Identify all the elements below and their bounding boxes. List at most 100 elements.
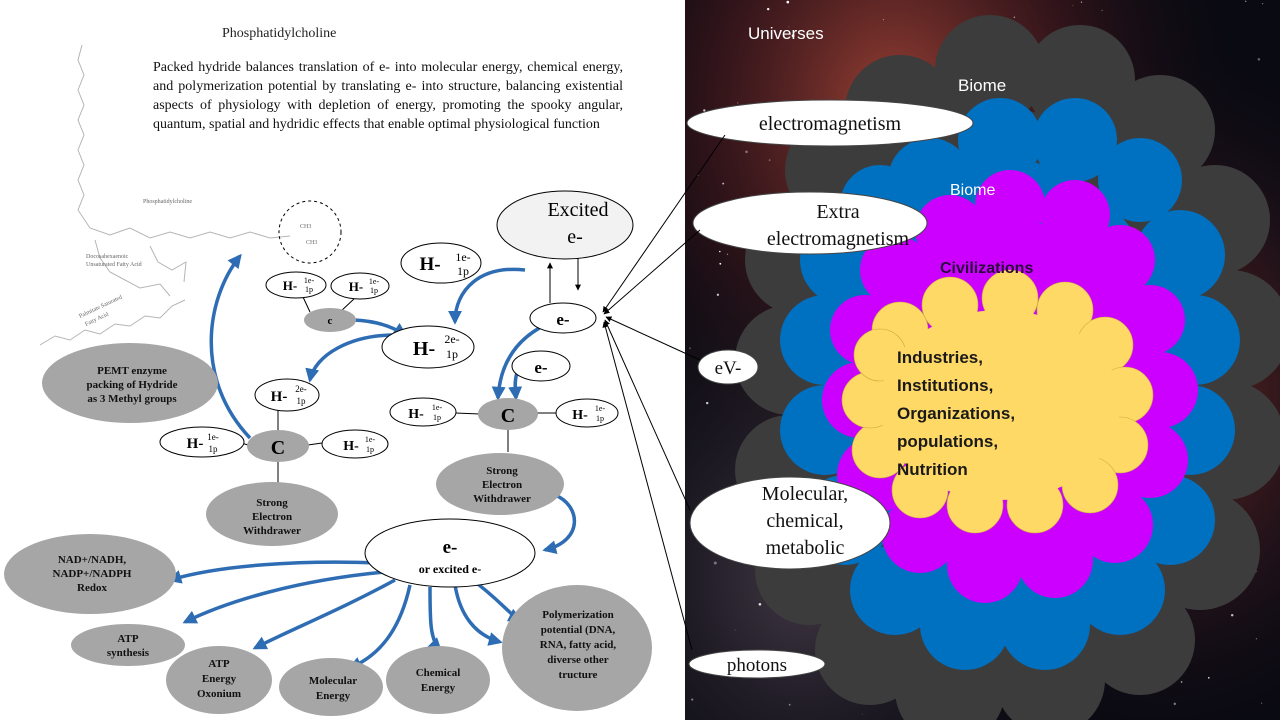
biome-inner-label: Biome [950, 182, 995, 199]
svg-text:1e-: 1e- [304, 276, 315, 285]
svg-text:1p: 1p [305, 285, 313, 294]
svg-text:Strong: Strong [486, 465, 518, 477]
svg-text:Energy: Energy [202, 673, 237, 685]
star [1207, 676, 1210, 679]
excited-e-node [496, 190, 634, 260]
svg-text:C: C [501, 405, 515, 427]
arrow-sew-to-e-big [542, 493, 577, 555]
star [766, 7, 770, 11]
star [689, 347, 691, 350]
biome-outer-label: Biome [958, 76, 1006, 95]
svg-text:Oxonium: Oxonium [197, 688, 241, 700]
structure-molecule-label: Phosphatidylcholine [143, 199, 192, 205]
arrow-to-atp-oxonium [252, 578, 396, 650]
svg-text:H-: H- [283, 278, 297, 293]
universes-label: Universes [748, 24, 824, 43]
svg-text:1p: 1p [209, 444, 219, 454]
star [716, 293, 720, 296]
photons-label: photons [727, 655, 787, 676]
molecule-title: Phosphatidylcholine [222, 26, 337, 41]
svg-text:H-: H- [187, 436, 204, 452]
hydride-small-2 [330, 272, 390, 300]
hydride-left-c-2 [321, 429, 389, 459]
svg-text:e-: e- [534, 358, 548, 377]
methyl-label-1: CH3 [300, 224, 311, 230]
svg-text:tructure: tructure [559, 669, 598, 681]
star [788, 26, 790, 28]
svg-text:1p: 1p [446, 347, 458, 361]
svg-text:H-: H- [419, 254, 440, 275]
svg-text:1e-: 1e- [369, 277, 380, 286]
star [788, 703, 791, 706]
arrow-to-nad [167, 560, 381, 584]
extra-line2: electromagnetism [767, 228, 910, 250]
svg-text:packing of Hydride: packing of Hydride [86, 379, 177, 391]
star [734, 629, 736, 631]
star [882, 19, 884, 21]
svg-text:RNA, fatty acid,: RNA, fatty acid, [540, 639, 617, 651]
nad-redox-node [4, 534, 176, 614]
star [1255, 638, 1258, 640]
svg-text:Redox: Redox [77, 582, 107, 594]
core-label-organizations: Organizations, [897, 404, 1015, 423]
civilizations-label: Civilizations [940, 260, 1033, 277]
fatty-acid-1-label-line2: Unsaturated Fatty Acid [86, 262, 142, 268]
structure-labels: Phosphatidylcholine Docosahexaenoic Unsa… [78, 199, 317, 328]
star [722, 182, 725, 185]
svg-text:e-: e- [443, 537, 458, 558]
svg-text:1e-: 1e- [365, 435, 376, 444]
description-paragraph: Packed hydride balances translation of e… [153, 60, 623, 132]
arrow-extra-electromagnetism [603, 229, 701, 315]
molecular-energy-node [279, 658, 383, 716]
ev-node [697, 349, 759, 385]
star [1180, 681, 1183, 683]
svg-text:Molecular: Molecular [309, 675, 357, 687]
svg-text:H-: H- [343, 439, 359, 454]
core-label-populations: populations, [897, 432, 998, 451]
force-nodes: electromagnetism Extra electromagnetism … [686, 99, 974, 679]
star [768, 159, 771, 162]
svg-text:NADP+/NADPH: NADP+/NADPH [53, 568, 132, 580]
svg-text:2e-: 2e- [444, 332, 459, 346]
arrow-molecular [604, 319, 691, 511]
svg-text:synthesis: synthesis [107, 647, 150, 659]
ev-label: eV- [715, 358, 742, 379]
star [726, 253, 729, 255]
svg-text:Withdrawer: Withdrawer [243, 525, 301, 537]
svg-text:H-: H- [408, 407, 424, 422]
atp-synthesis-node [71, 624, 185, 666]
svg-text:Withdrawer: Withdrawer [473, 493, 531, 505]
star [1173, 702, 1177, 706]
star [691, 698, 694, 701]
strong-electron-withdrawer-right [436, 453, 564, 515]
svg-text:1p: 1p [596, 414, 604, 423]
svg-text:H-: H- [413, 338, 435, 360]
arrow-to-atp-synthesis [182, 570, 386, 624]
star [1244, 0, 1247, 3]
hydride-2e-middle [381, 325, 475, 369]
star [1260, 702, 1263, 704]
mcm-line1: Molecular, [762, 483, 848, 505]
core-label-industries: Industries, [897, 348, 983, 367]
phospholipid-structure [39, 44, 342, 346]
svg-text:1e-: 1e- [595, 404, 606, 413]
arrow-electromagnetism [602, 134, 726, 313]
svg-text:2e-: 2e- [295, 384, 307, 394]
svg-text:Excited: Excited [547, 199, 608, 221]
svg-text:e-: e- [556, 310, 570, 329]
svg-text:potential (DNA,: potential (DNA, [541, 624, 616, 636]
electron-nodes: Excited e- e- e- e- or excited e- [364, 190, 634, 588]
arrow-e-to-c-1 [491, 323, 546, 401]
svg-text:H-: H- [572, 408, 588, 423]
svg-text:1e-: 1e- [455, 250, 470, 264]
e-big-node [364, 518, 536, 588]
core-labels: Industries, Institutions, Organizations,… [897, 348, 1015, 479]
svg-text:1e-: 1e- [432, 403, 443, 412]
svg-text:Strong: Strong [256, 497, 288, 509]
svg-text:ATP: ATP [208, 658, 229, 670]
e-mid-node [511, 350, 571, 382]
arrow-to-chemical-energy [427, 586, 442, 652]
svg-text:Polymerization: Polymerization [542, 609, 613, 621]
e-small-node [529, 302, 597, 334]
